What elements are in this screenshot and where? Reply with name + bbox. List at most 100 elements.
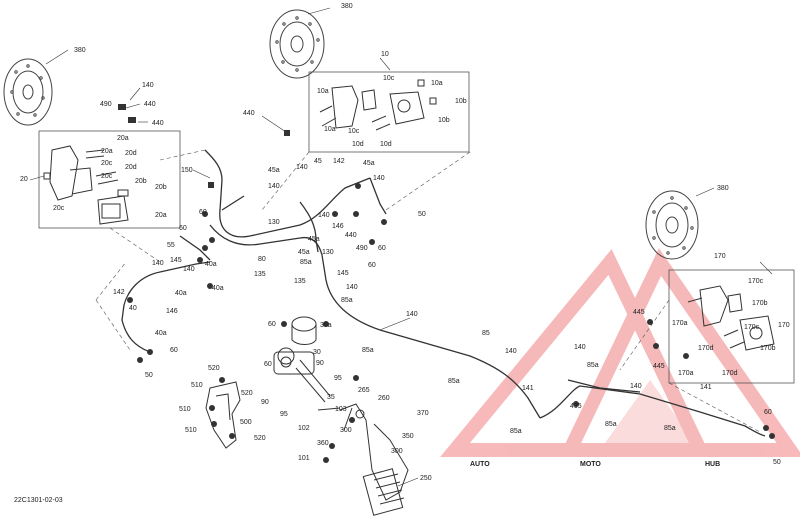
- callout-label: 90: [261, 399, 269, 406]
- callout-label: 170c: [748, 278, 764, 285]
- callout-label: 102: [298, 425, 310, 432]
- callout-label: 10c: [348, 128, 360, 135]
- callout-label: 95: [334, 375, 342, 382]
- callout-label: 40a: [155, 330, 167, 337]
- callout-label: 141: [700, 384, 712, 391]
- callout-label: 170c: [744, 324, 760, 331]
- callout-label: 60: [264, 361, 272, 368]
- callout-label: 101: [298, 455, 310, 462]
- callout-label: 130: [322, 249, 334, 256]
- callout-label: 140: [346, 284, 358, 291]
- callout-label: 170d: [722, 370, 738, 377]
- watermark-text: AUTO MOTO HUB: [470, 461, 720, 468]
- callout-label: 445: [633, 309, 645, 316]
- callout-label: 265: [358, 387, 370, 394]
- callout-label: 440: [152, 120, 164, 127]
- callout-label: 10b: [455, 98, 467, 105]
- callout-label: 140: [574, 344, 586, 351]
- watermark-logo-triangles: [440, 248, 800, 457]
- callout-label: 140: [373, 175, 385, 182]
- callout-label: 495: [570, 403, 582, 410]
- callout-label: 60: [268, 321, 276, 328]
- callout-label: 500: [240, 419, 252, 426]
- callout-label: 141: [522, 385, 534, 392]
- callout-label: 140: [183, 266, 195, 273]
- watermark-moto: MOTO: [580, 461, 601, 468]
- caliper-parts-top: [319, 79, 437, 131]
- callout-label: 142: [113, 289, 125, 296]
- callout-label: 380: [717, 185, 729, 192]
- callout-label: 510: [185, 427, 197, 434]
- callout-label: 520: [254, 435, 266, 442]
- callout-label: 60: [764, 409, 772, 416]
- callout-label: 20d: [125, 150, 137, 157]
- callout-label: 30a: [320, 322, 332, 329]
- callout-label: 40a: [175, 290, 187, 297]
- callout-label: 103: [335, 406, 347, 413]
- callout-label: 60: [170, 347, 178, 354]
- callout-label: 140: [318, 212, 330, 219]
- callout-label: 170a: [678, 370, 694, 377]
- callout-label: 85a: [510, 428, 522, 435]
- caliper-parts-rear-left: [43, 145, 129, 225]
- caliper-box-right: [668, 269, 795, 384]
- callout-label: 85a: [362, 347, 374, 354]
- part-callout-labels: 380 380 380 140 490 440 440 440 20 20a 2…: [20, 3, 790, 482]
- callout-label: 140: [296, 164, 308, 171]
- callout-label: 85a: [664, 425, 676, 432]
- callout-label: 520: [241, 390, 253, 397]
- callout-label: 60: [199, 209, 207, 216]
- callout-label: 20c: [101, 160, 113, 167]
- callout-label: 140: [505, 348, 517, 355]
- callout-label: 10b: [438, 117, 450, 124]
- callout-label: 20a: [101, 148, 113, 155]
- callout-label: 170: [778, 322, 790, 329]
- callout-label: 20b: [155, 184, 167, 191]
- mounting-bracket: [205, 381, 241, 449]
- callout-label: 170a: [672, 320, 688, 327]
- callout-label: 80: [258, 256, 266, 263]
- callout-label: 250: [420, 475, 432, 482]
- callout-label: 150: [181, 167, 193, 174]
- callout-label: 370: [417, 410, 429, 417]
- callout-label: 510: [179, 406, 191, 413]
- callout-label: 170d: [698, 345, 714, 352]
- callout-label: 10d: [352, 141, 364, 148]
- callout-label: 490: [356, 245, 368, 252]
- box-label-10: 10: [381, 51, 389, 58]
- master-cylinder: [273, 316, 331, 403]
- dashed-guides: [95, 149, 761, 433]
- callout-label: 20b: [135, 178, 147, 185]
- callout-label: 140: [142, 82, 154, 89]
- callout-label: 10a: [317, 88, 329, 95]
- callout-label: 45a: [268, 167, 280, 174]
- callout-label: 10c: [383, 75, 395, 82]
- callout-label: 260: [378, 395, 390, 402]
- callout-label: 10a: [431, 80, 443, 87]
- watermark-auto: AUTO: [470, 461, 490, 468]
- callout-label: 10d: [380, 141, 392, 148]
- callout-label: 510: [191, 382, 203, 389]
- callout-label: 142: [333, 158, 345, 165]
- callout-label: 135: [254, 271, 266, 278]
- brake-lines: [121, 149, 766, 437]
- box-label-170: 170: [714, 253, 726, 260]
- callout-label: 40a: [205, 261, 217, 268]
- callout-label: 135: [294, 278, 306, 285]
- watermark-hub: HUB: [705, 461, 720, 468]
- brake-disc-right: [645, 190, 699, 260]
- callout-label: 20a: [155, 212, 167, 219]
- caliper-parts-right: [687, 285, 775, 351]
- callout-label: 300: [340, 427, 352, 434]
- callout-label: 140: [268, 183, 280, 190]
- callout-label: 445: [653, 363, 665, 370]
- callout-label: 60: [179, 225, 187, 232]
- callout-label: 380: [74, 47, 86, 54]
- callout-label: 170b: [760, 345, 776, 352]
- callout-label: 35: [327, 394, 335, 401]
- callout-label: 45a: [308, 236, 320, 243]
- callout-label: 45a: [298, 249, 310, 256]
- callout-label: 50: [418, 211, 426, 218]
- callout-label: 146: [332, 223, 344, 230]
